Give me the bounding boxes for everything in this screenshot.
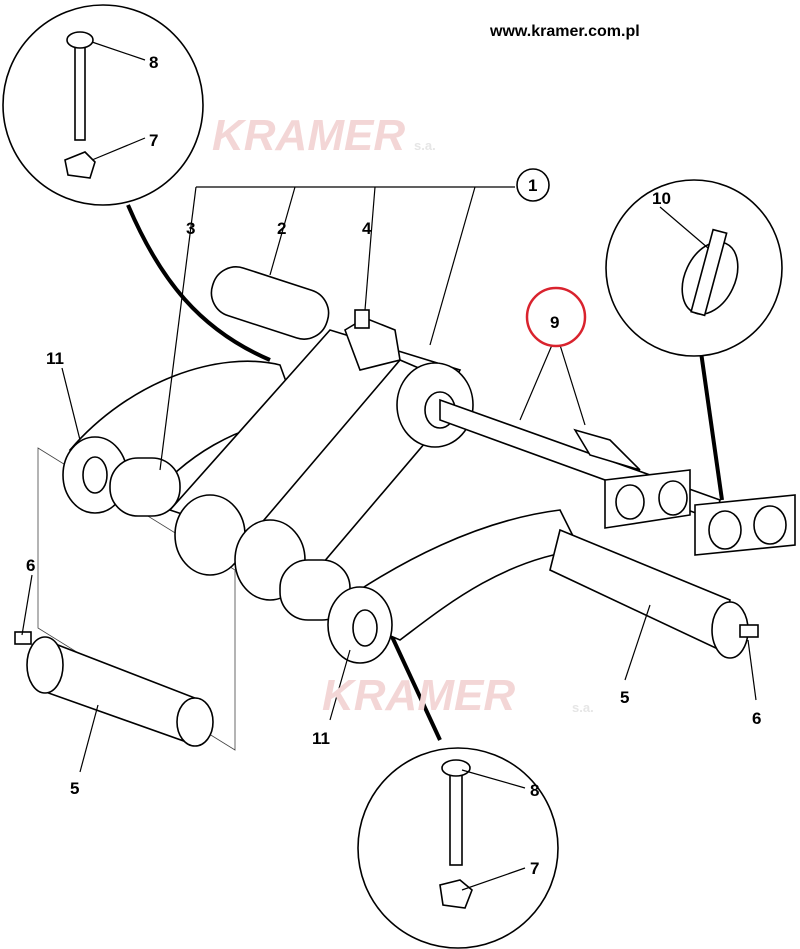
label-grease-left: 6 (26, 556, 35, 575)
watermark-top-brand: KRAMER (212, 111, 405, 160)
label-grease-top: 4 (362, 219, 372, 238)
assembly-outline (37, 447, 236, 751)
detail-circle-bottom (357, 747, 559, 949)
label-nut-top: 7 (149, 131, 158, 150)
label-pin-kit: 9 (550, 313, 559, 332)
label-bolt-bottom: 8 (530, 781, 539, 800)
highlight-circle (525, 286, 587, 348)
leader-lines (21, 41, 757, 891)
link-assembly (62, 266, 582, 664)
watermark-top: KRAMER s.a. (212, 111, 436, 160)
label-pin-right: 5 (620, 688, 629, 707)
watermark-bottom-suffix: s.a. (572, 700, 594, 715)
detail-circle-right (605, 179, 783, 357)
label-bushing-left: 3 (186, 219, 195, 238)
label-bolt-top: 8 (149, 53, 158, 72)
label-assembly: 1 (528, 176, 537, 195)
label-pin-left: 5 (70, 779, 79, 798)
label-link-left: 11 (46, 349, 64, 368)
label-nut-bottom: 7 (530, 859, 539, 878)
pin-5-left (14, 631, 214, 747)
label-linch-pin: 10 (652, 189, 671, 208)
watermark-bottom-brand: KRAMER (322, 671, 515, 720)
watermark-top-suffix: s.a. (414, 138, 436, 153)
detail-circle-top (2, 4, 204, 206)
label-bushing-top: 2 (277, 219, 286, 238)
assembly-callout-circle (516, 168, 550, 202)
website-url: www.kramer.com.pl (489, 23, 640, 40)
pin-5-right (549, 528, 759, 659)
watermark-bottom: KRAMER s.a. (322, 671, 594, 720)
pin-9 (439, 398, 796, 556)
label-link-bottom: 11 (312, 729, 330, 748)
detail-leader-top (126, 204, 271, 362)
label-grease-right: 6 (752, 709, 761, 728)
detail-leader-right (698, 344, 724, 501)
